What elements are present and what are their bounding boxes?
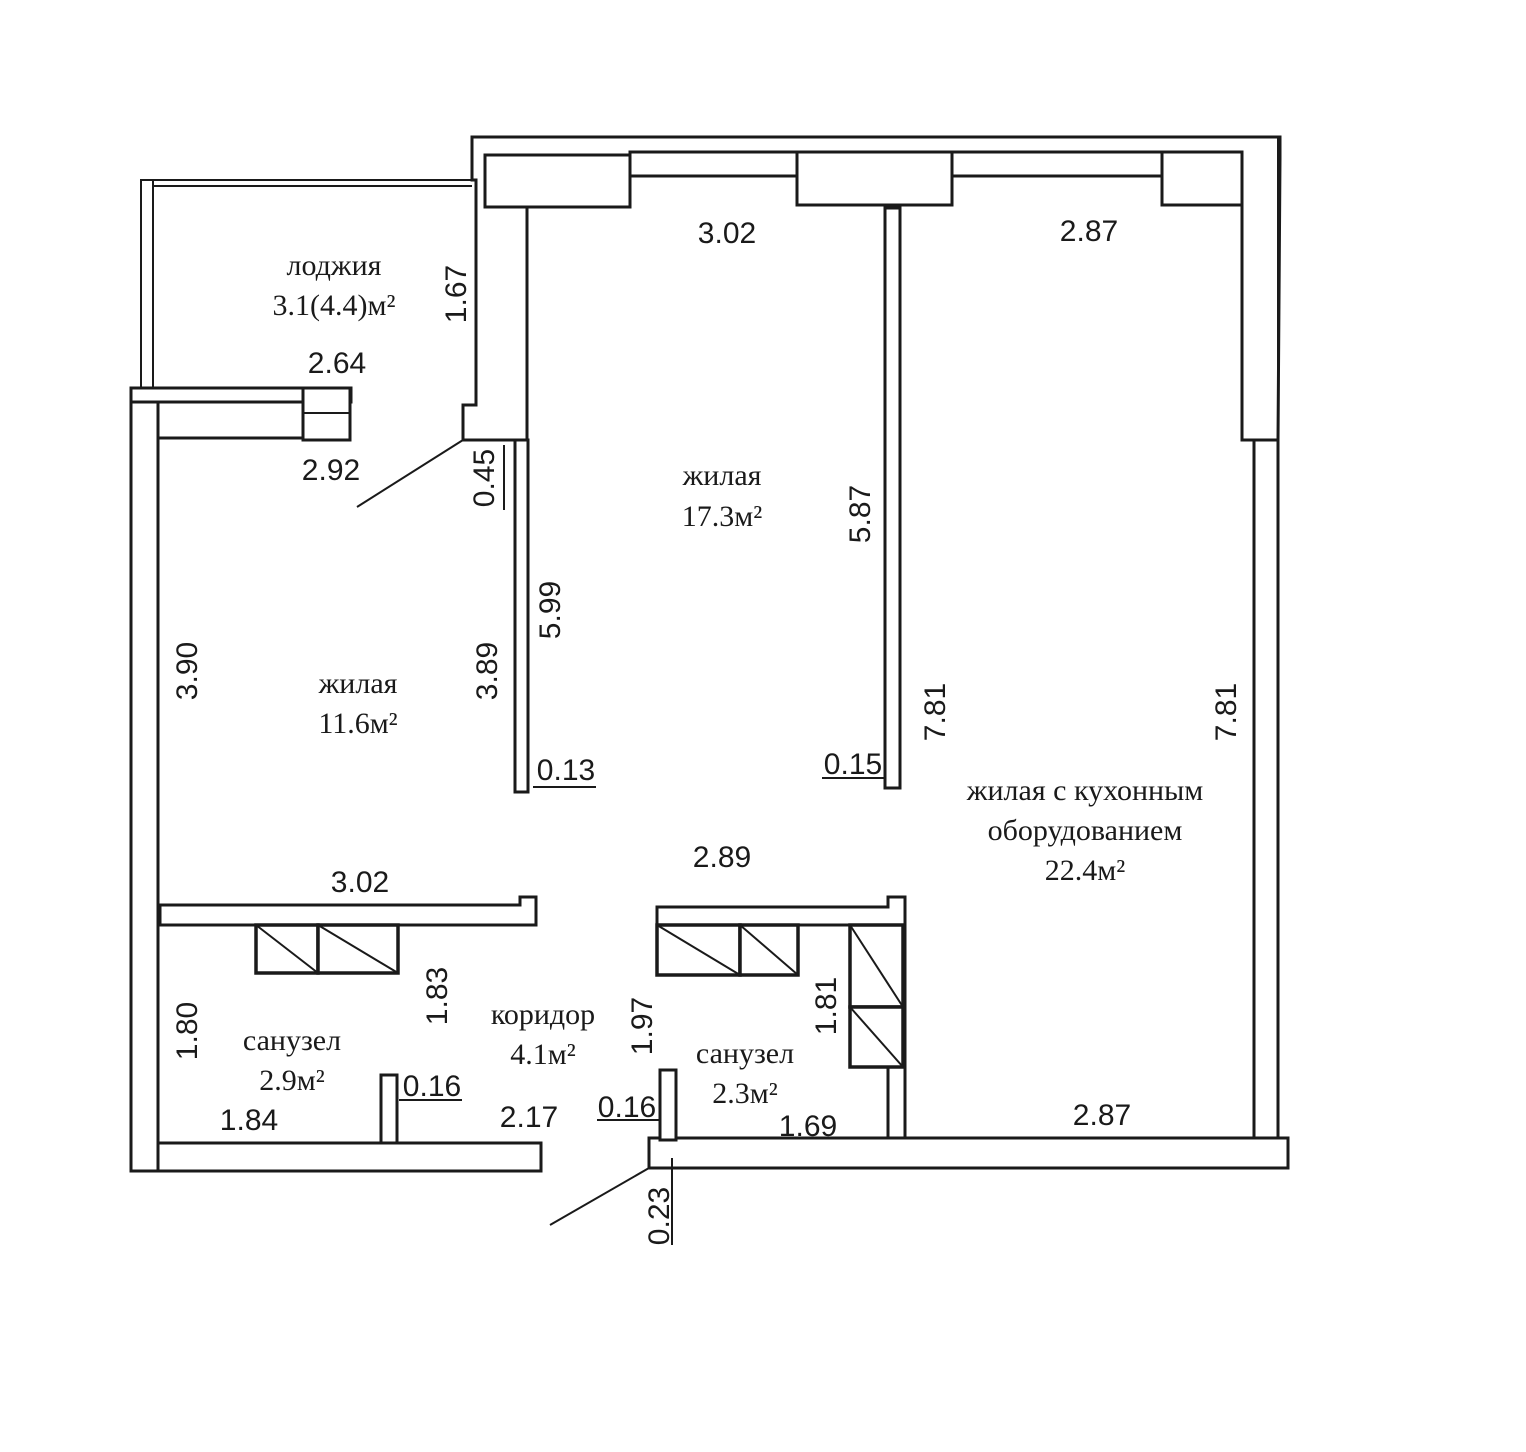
dim-partition-015: 0.15: [824, 748, 882, 781]
leader-lines: [356, 439, 885, 1245]
dim-center-room-height: 5.99: [534, 581, 567, 639]
dim-left-room-height: 3.90: [171, 642, 204, 700]
dim-door-jamb-045: 0.45: [468, 449, 501, 507]
bathroom-right-name: санузел: [696, 1037, 794, 1070]
loggia-area: 3.1(4.4)м²: [273, 289, 396, 322]
dim-left-room-bottom: 3.02: [331, 866, 389, 899]
dim-partition-013: 0.13: [537, 754, 595, 787]
dim-left-room-height-inner: 3.89: [471, 642, 504, 700]
living-kitchen-name-1: жилая с кухонным: [966, 774, 1203, 807]
room-labels: лоджия 3.1(4.4)м² жилая 11.6м² жилая 17.…: [243, 249, 1203, 1110]
dim-right-room-height-inner: 7.81: [919, 683, 952, 741]
dim-entrance-wall: 0.23: [643, 1187, 676, 1245]
dim-corridor-bottom: 2.17: [500, 1101, 558, 1134]
dim-stub-016-right: 0.16: [598, 1091, 656, 1124]
dim-right-room-bottom: 2.87: [1073, 1099, 1131, 1132]
dim-bath-left-height: 1.80: [171, 1002, 204, 1060]
bathroom-left-name: санузел: [243, 1024, 341, 1057]
dim-top-right: 2.87: [1060, 215, 1118, 248]
dim-loggia-side: 1.67: [440, 265, 473, 323]
dim-bath-right-height: 1.81: [810, 977, 843, 1035]
dim-top-center: 3.02: [698, 217, 756, 250]
interior-walls: [158, 206, 907, 1145]
outer-walls: [129, 135, 1290, 1173]
dim-corridor-depth: 1.97: [626, 997, 659, 1055]
dim-partition-height: 5.87: [844, 485, 877, 543]
dim-stub-016-left: 0.16: [403, 1070, 461, 1103]
ventilation-shafts: [254, 923, 905, 1069]
bedroom-left-area: 11.6м²: [318, 707, 397, 740]
dimension-labels: 3.02 2.87 2.64 2.92 0.13 0.15 2.89 3.02 …: [220, 215, 1131, 1143]
corridor-name: коридор: [491, 998, 595, 1031]
dimension-labels-vertical: 1.67 0.45 5.99 3.89 3.90 5.87 7.81 7.81 …: [171, 265, 1243, 1245]
bathroom-right-area: 2.3м²: [712, 1077, 777, 1110]
bedroom-left-name: жилая: [318, 667, 398, 700]
dim-right-room-height: 7.81: [1210, 683, 1243, 741]
dim-bath-left-height-inner: 1.83: [421, 967, 454, 1025]
loggia-name: лоджия: [287, 249, 382, 282]
bedroom-center-area: 17.3м²: [682, 500, 762, 533]
corridor-area: 4.1м²: [510, 1038, 575, 1071]
dim-bath-left-width: 1.84: [220, 1104, 278, 1137]
dim-left-room-width: 2.92: [302, 454, 360, 487]
dim-bath-right-width: 1.69: [779, 1110, 837, 1143]
living-kitchen-name-2: оборудованием: [988, 814, 1183, 847]
bedroom-center-name: жилая: [682, 459, 762, 492]
bathroom-left-area: 2.9м²: [259, 1064, 324, 1097]
dim-loggia-width: 2.64: [308, 347, 366, 380]
living-kitchen-area: 22.4м²: [1045, 854, 1125, 887]
dim-corridor-width: 2.89: [693, 841, 751, 874]
